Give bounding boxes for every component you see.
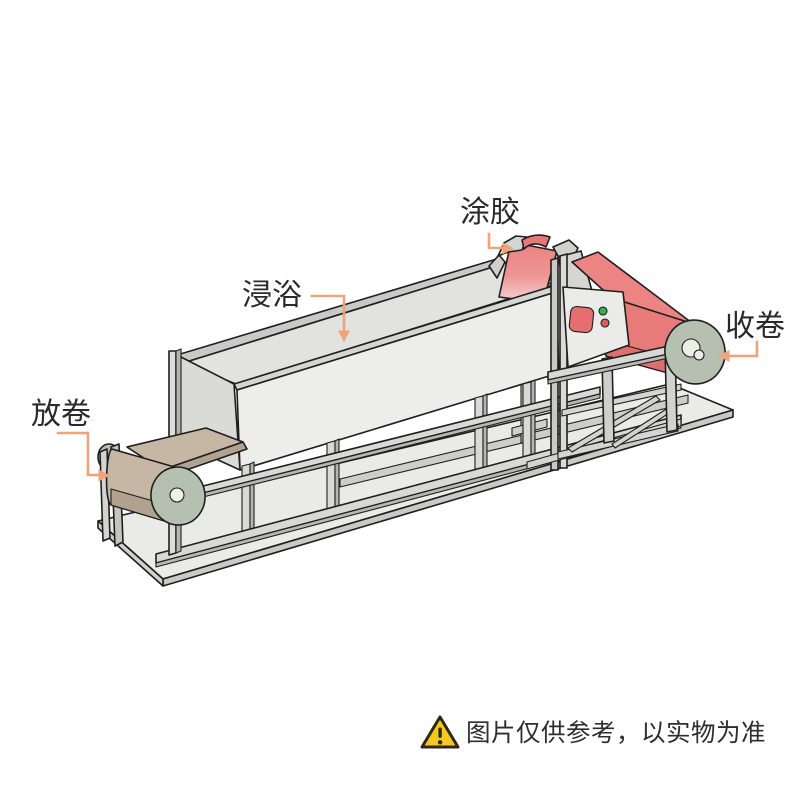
panel-green-indicator — [598, 306, 608, 316]
annotations: 涂胶 浸浴 收卷 放卷 — [31, 196, 785, 482]
panel-red-button — [568, 305, 595, 334]
unwind-arrow-icon — [98, 469, 110, 482]
rewind-label: 收卷 — [725, 310, 785, 343]
unwind-label: 放卷 — [31, 398, 91, 431]
rewind-arrow-icon — [718, 350, 730, 362]
label-unwind: 放卷 — [31, 398, 110, 482]
dip-bath-arrow-icon — [338, 330, 350, 342]
coating-label: 涂胶 — [460, 196, 520, 229]
label-coating: 涂胶 — [460, 196, 520, 255]
panel-red-indicator — [600, 318, 610, 328]
control-panel — [562, 286, 630, 368]
rewind-roll-end — [664, 319, 726, 385]
warning-exclamation — [438, 727, 442, 738]
label-rewind: 收卷 — [718, 310, 785, 362]
dip-tank — [176, 241, 560, 471]
coating-roller-wrap — [521, 234, 551, 250]
disclaimer-text: 图片仅供参考，以实物为准 — [466, 719, 766, 747]
disclaimer: 图片仅供参考，以实物为准 — [420, 715, 766, 749]
coating-leader-line — [487, 232, 505, 250]
coating-arrow-icon — [502, 242, 514, 255]
rewind-leader-line — [727, 340, 759, 358]
dip-bath-label: 浸浴 — [242, 279, 302, 312]
unwind-assembly — [97, 427, 248, 547]
unwind-axle — [169, 487, 185, 503]
unwind-leader-line — [56, 431, 101, 477]
dip-bath-leader-line — [310, 294, 346, 333]
label-dip-bath: 浸浴 — [242, 279, 350, 342]
